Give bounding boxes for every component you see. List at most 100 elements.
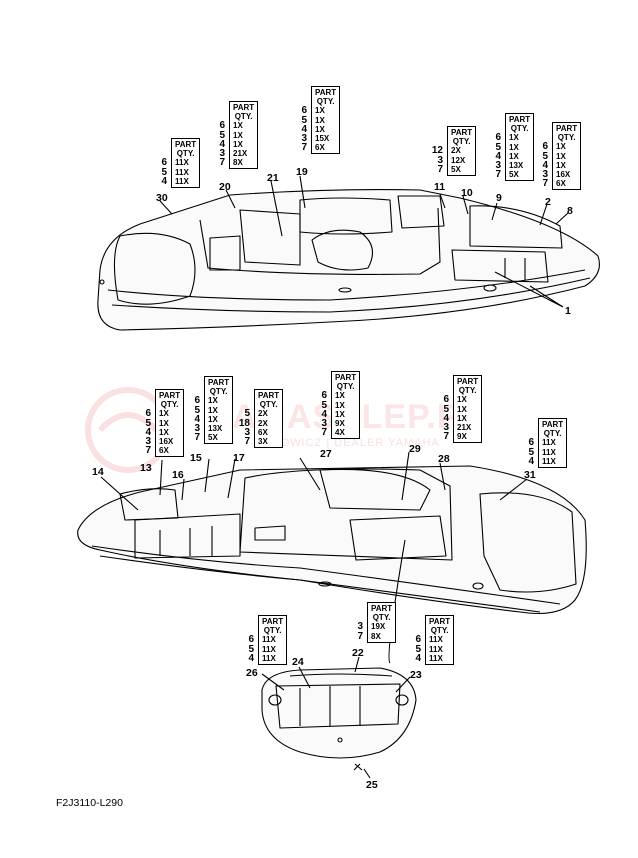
part-quantity: 16X [556,170,571,180]
part-qty-row: 4 11X [161,176,196,186]
qty-header: QTY. [557,133,576,143]
part-number: 4 [161,175,167,187]
part-quantity: 1X [159,427,169,437]
part-number: 7 [145,445,151,457]
part-qty-row: 3 12X [437,155,472,165]
part-number: 5 [244,408,250,420]
part-quantity: 12X [451,155,466,165]
part-number: 4 [495,150,501,162]
part-quantity: 5X [509,170,519,180]
callout-2: 2 [545,196,551,208]
part-number: 5 [161,166,167,178]
callout-28: 28 [438,453,450,465]
part-quantity: 11X [175,158,189,168]
part-number: 4 [145,426,151,438]
part-header: PART [233,103,255,112]
part-quantity: 1X [457,404,467,414]
callout-1: 1 [565,305,571,317]
part-number: 3 [443,422,449,434]
part-number: 5 [219,129,225,141]
part-qty-row: 12 2X [432,146,472,156]
part-header: PART [258,391,280,400]
callout-23: 23 [410,669,422,681]
part-quantity: 1X [509,142,519,152]
part-number: 7 [194,432,200,444]
part-header: PART [262,617,284,626]
qty-header: QTY. [263,626,282,636]
part-number: 6 [495,132,501,144]
part-quantity: 11X [542,438,556,448]
qty-header: QTY. [160,400,179,410]
qty-header: QTY. [510,124,529,134]
part-number: 7 [357,630,363,642]
part-quantity: 11X [262,653,276,663]
part-number: 3 [321,418,327,430]
part-number: 3 [301,133,307,145]
part-quantity: 13X [208,424,223,434]
part-number: 7 [443,431,449,443]
part-number: 7 [244,436,250,448]
part-qty-row: 6 1X [495,133,530,143]
part-quantity: 11X [175,176,189,186]
hatch-detail-view [261,539,417,779]
part-quantity: 1X [335,391,345,401]
part-quantity: 1X [315,115,325,125]
part-number: 5 [528,446,534,458]
part-quantity: 9X [457,432,467,442]
qty-header: QTY. [372,613,391,623]
part-header: PART [542,420,564,429]
callout-13: 13 [140,462,152,474]
callout-11: 11 [434,181,446,193]
part-qty-row: 4 11X [415,653,450,663]
part-quantity: 2X [451,146,461,156]
part-quantity: 1X [556,151,566,161]
callout-31: 31 [524,469,536,481]
part-quantity: 11X [429,653,443,663]
part-quantity: 1X [233,139,243,149]
callout-16: 16 [172,469,184,481]
part-number: 5 [443,403,449,415]
callout-15: 15 [190,452,202,464]
part-number: 3 [437,154,443,166]
qty-header: QTY. [176,149,195,159]
part-qty-row: 7 9X [443,432,478,442]
part-number: 4 [415,652,421,664]
part-header: PART [509,115,531,124]
part-number: 12 [431,145,443,157]
callout-20: 20 [219,181,231,193]
part-quantity: 1X [509,133,519,143]
part-number: 5 [194,404,200,416]
part-header: PART [429,617,451,626]
